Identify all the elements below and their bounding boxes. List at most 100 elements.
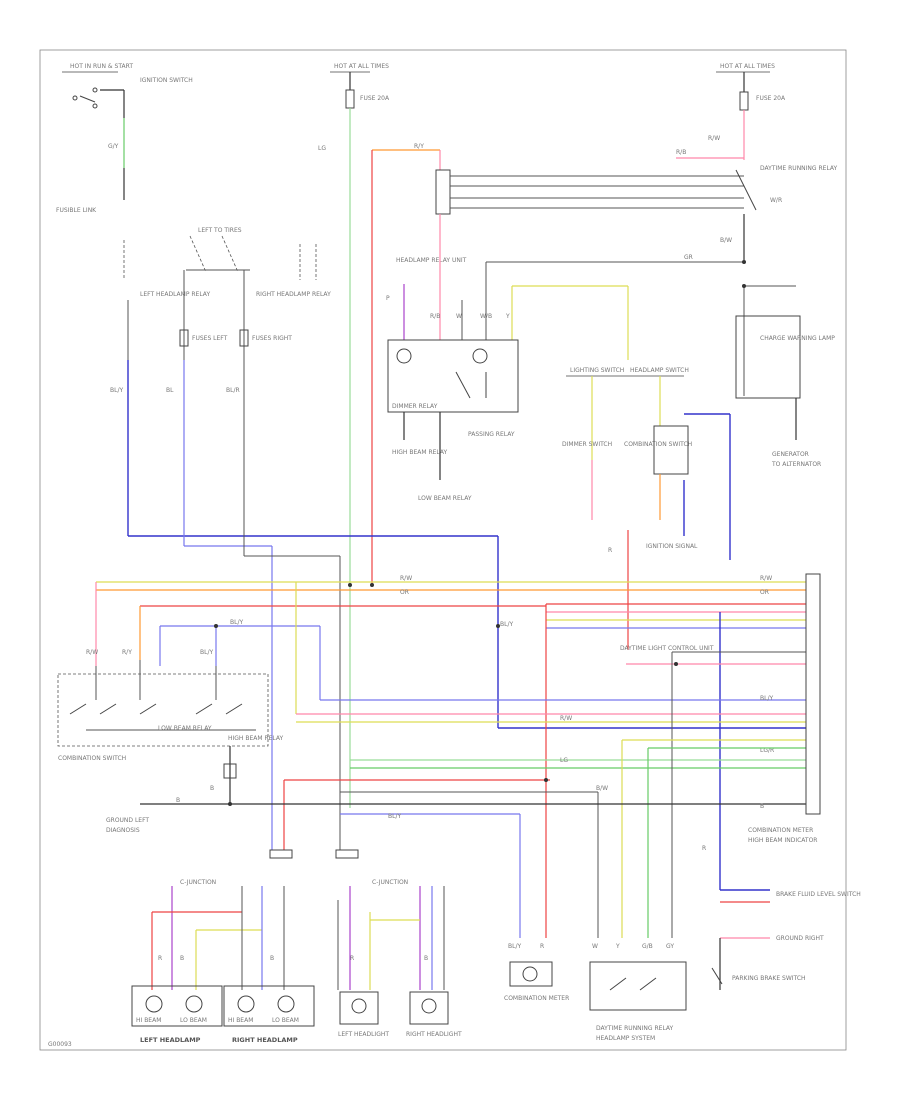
to-alternator-label: TO ALTERNATOR: [771, 461, 821, 468]
charge-lamp-bottom: COMBINATION METER BL/Y R: [504, 943, 569, 1002]
ground-left-label: GROUND LEFT: [106, 817, 149, 824]
left-to-tires-label: LEFT TO TIRES: [198, 227, 242, 234]
svg-text:BL/Y: BL/Y: [760, 695, 773, 702]
daytime-running-relay-label: DAYTIME RUNNING RELAY: [760, 165, 838, 172]
fusible-link-label: FUSIBLE LINK: [56, 207, 97, 214]
hot-run-start-label: HOT IN RUN & START: [70, 63, 133, 70]
right-headlamp: HI BEAM LO BEAM RIGHT HEADLAMP: [223, 985, 315, 1044]
svg-text:OR: OR: [760, 589, 769, 596]
ground-right-label: GROUND RIGHT: [776, 935, 824, 942]
right-headlamp-label: RIGHT HEADLAMP: [232, 1036, 298, 1044]
svg-text:W/R: W/R: [770, 197, 782, 204]
hi-beam-right-label: HI BEAM: [228, 1017, 253, 1024]
svg-text:HEADLAMP SYSTEM: HEADLAMP SYSTEM: [596, 1035, 655, 1042]
svg-text:GY: GY: [666, 943, 674, 950]
svg-text:W: W: [592, 943, 598, 950]
svg-text:R/W: R/W: [760, 575, 772, 582]
right-headlamp-lo-bulb: [277, 995, 295, 1013]
fog-lamp-wiring: R B: [337, 886, 445, 990]
left-headlamp-label: LEFT HEADLAMP: [140, 1036, 201, 1044]
headlamp-switch-label: HEADLAMP SWITCH: [630, 367, 689, 374]
blue-harness: [127, 360, 806, 850]
svg-text:R: R: [158, 955, 162, 962]
svg-text:OR: OR: [400, 589, 409, 596]
svg-text:R: R: [702, 845, 706, 852]
charge-warning-label: CHARGE WARNING LAMP: [760, 335, 835, 342]
svg-text:R/W: R/W: [560, 715, 572, 722]
svg-text:R/B: R/B: [676, 149, 686, 156]
svg-text:R/Y: R/Y: [122, 649, 132, 656]
low-beam-switch-label: LOW BEAM RELAY: [158, 725, 212, 732]
right-fog-lamp-label: RIGHT HEADLIGHT: [406, 1031, 462, 1038]
svg-text:G/B: G/B: [642, 943, 653, 950]
svg-text:W/B: W/B: [480, 313, 492, 320]
svg-text:LG: LG: [560, 757, 568, 764]
combination-meter-bottom-label: COMBINATION METER: [504, 995, 569, 1002]
diagram-border: [39, 49, 847, 1051]
svg-text:R/W: R/W: [86, 649, 98, 656]
left-fog-lamp-label: LEFT HEADLIGHT: [338, 1031, 389, 1038]
lighting-switch-label: LIGHTING SWITCH: [570, 367, 624, 374]
ignition-switch-group: HOT IN RUN & START IGNITION SWITCH G/Y F…: [56, 63, 193, 214]
svg-text:BL: BL: [166, 387, 174, 394]
parking-brake-area: BRAKE FLUID LEVEL SWITCH GROUND RIGHT PA…: [702, 845, 861, 990]
connector-right-label: C-JUNCTION: [372, 879, 408, 886]
svg-text:B: B: [424, 955, 428, 962]
right-headlamp-hi-bulb: [237, 995, 255, 1013]
svg-text:B/W: B/W: [596, 785, 608, 792]
diagnosis-label: DIAGNOSIS: [106, 827, 140, 834]
left-headlamp-relay-label: LEFT HEADLAMP RELAY: [140, 291, 210, 298]
left-headlamp-wiring: R B B: [151, 886, 285, 990]
headlamp-relay-unit-label: HEADLAMP RELAY UNIT: [396, 257, 467, 264]
svg-text:B: B: [176, 797, 180, 804]
svg-text:BL/Y: BL/Y: [500, 621, 513, 628]
svg-text:R: R: [540, 943, 544, 950]
svg-text:BL/Y: BL/Y: [110, 387, 123, 394]
fuse-20a-right-label: FUSE 20A: [756, 95, 786, 102]
dimmer-relay-label: DIMMER RELAY: [392, 403, 438, 410]
svg-text:BL/Y: BL/Y: [388, 813, 401, 820]
hot-at-all-times-right: HOT AT ALL TIMES FUSE 20A R/W R/B DAYTIM…: [676, 63, 838, 172]
svg-text:Y: Y: [615, 943, 620, 950]
passing-relay-label: PASSING RELAY: [468, 431, 515, 438]
right-fog-lamp: RIGHT HEADLIGHT: [406, 991, 462, 1038]
connector-left: C-JUNCTION C-JUNCTION: [180, 849, 408, 886]
lo-beam-right-label: LO BEAM: [272, 1017, 299, 1024]
daytime-unit-bottom-label: DAYTIME RUNNING RELAY: [596, 1025, 674, 1032]
svg-text:G/Y: G/Y: [108, 143, 119, 150]
combination-switch-label: COMBINATION SWITCH: [58, 755, 126, 762]
hot-at-all-times-top-label: HOT AT ALL TIMES: [334, 63, 389, 70]
hot-at-all-times-right-label: HOT AT ALL TIMES: [720, 63, 775, 70]
fuse-20a-top-label: FUSE 20A: [360, 95, 390, 102]
ignition-switch-label: IGNITION SWITCH: [140, 77, 193, 84]
generator-label: GENERATOR: [772, 451, 809, 458]
svg-text:B: B: [180, 955, 184, 962]
svg-text:R/Y: R/Y: [414, 143, 424, 150]
high-beam-switch-label: HIGH BEAM RELAY: [228, 735, 284, 742]
lo-beam-left-label: LO BEAM: [180, 1017, 207, 1024]
svg-text:P: P: [386, 295, 390, 302]
left-headlamp: HI BEAM LO BEAM LEFT HEADLAMP: [131, 985, 223, 1044]
svg-text:LG: LG: [318, 145, 326, 152]
hi-beam-left-label: HI BEAM: [136, 1017, 161, 1024]
high-beam-indicator-label: HIGH BEAM INDICATOR: [748, 837, 817, 844]
svg-text:LG/R: LG/R: [760, 747, 774, 754]
parking-brake-label: PARKING BRAKE SWITCH: [732, 975, 806, 982]
svg-text:B: B: [270, 955, 274, 962]
dimmer-switch-label: DIMMER SWITCH: [562, 441, 612, 448]
daytime-unit-bottom: DAYTIME RUNNING RELAY HEADLAMP SYSTEM W …: [589, 943, 687, 1042]
top-harness: R/Y W/R B/W GR: [371, 143, 782, 585]
svg-text:R: R: [350, 955, 354, 962]
combination-switch: LOW BEAM RELAY HIGH BEAM RELAY COMBINATI…: [57, 649, 284, 834]
left-headlamp-lo-bulb: [185, 995, 203, 1013]
svg-text:R/W: R/W: [708, 135, 720, 142]
left-fuses-label: FUSES LEFT: [192, 335, 228, 342]
svg-text:B: B: [760, 803, 764, 810]
left-fog-lamp: LEFT HEADLIGHT: [338, 991, 389, 1038]
svg-text:BL/Y: BL/Y: [200, 649, 213, 656]
svg-text:W: W: [456, 313, 462, 320]
right-relays: LIGHTING SWITCH HEADLAMP SWITCH DIMMER S…: [562, 285, 835, 650]
right-fuses-label: FUSES RIGHT: [252, 335, 292, 342]
svg-text:R: R: [608, 547, 612, 554]
